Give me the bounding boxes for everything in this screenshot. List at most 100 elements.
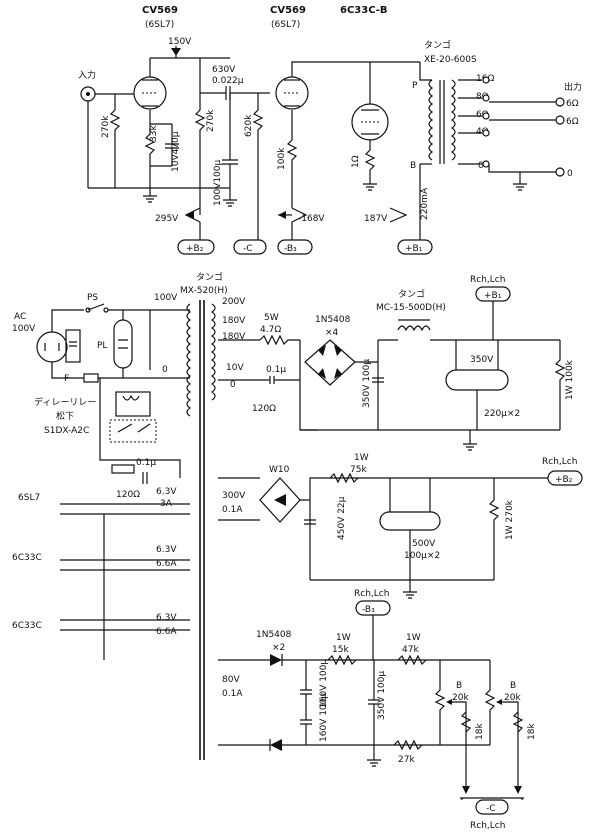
sec-0: 0: [230, 380, 236, 390]
choke-brand: タンゴ: [398, 288, 425, 300]
bias-pot-1: [434, 660, 446, 745]
primary-winding: [186, 303, 192, 417]
sec-10v: 10V: [226, 363, 244, 373]
snub-r-1: 120Ω: [116, 490, 140, 500]
sec-300v: 300V: [222, 491, 246, 501]
tube2-symbol: [275, 76, 309, 110]
arrow-down-icon: [171, 48, 181, 56]
bias-pot-2: [484, 660, 496, 745]
r-18k-a: 18k: [475, 723, 485, 740]
r-18k-b: 18k: [527, 723, 537, 740]
sec-180v-a: 180V: [222, 316, 246, 326]
node-b1-text: +B₁: [405, 244, 423, 254]
out-c: [475, 799, 509, 815]
power-supply-section: タンゴ MX-520(H) AC 100V PS F PL 100V 0 ディレ…: [12, 271, 583, 831]
out-b2-text: +B₂: [555, 475, 573, 485]
node-c: [233, 239, 267, 255]
snub-cap-1: 0.1µ: [136, 458, 156, 468]
tap-0: 0: [162, 365, 168, 375]
ground-icon: [403, 591, 417, 599]
diode-icon: [270, 654, 282, 666]
tap-0b: 0: [567, 169, 573, 179]
tube2-name: CV569: [270, 5, 306, 16]
w10-label: W10: [269, 465, 290, 475]
tube3-symbol: [351, 103, 389, 141]
ac-v-label: 100V: [12, 324, 36, 334]
pot-20k-2: 20k: [504, 693, 521, 703]
ground-icon: [513, 183, 527, 191]
h2-a: 6.6A: [156, 559, 177, 569]
sec-180v-b: 180V: [222, 332, 246, 342]
noise-filter: [65, 329, 81, 363]
sec-200v: 200V: [222, 297, 246, 307]
ground-icon: [367, 759, 381, 767]
r-1w270k: 1W 270k: [505, 499, 515, 540]
pot-b-2: B: [510, 681, 516, 691]
arrow-left-icon: [186, 211, 194, 219]
cap-100v100: 100V100µ: [213, 159, 223, 206]
ground-icon: [463, 443, 477, 451]
tap-100v: 100V: [154, 293, 178, 303]
rch-lch-2: Rch,Lch: [542, 457, 577, 467]
ground-icon: [363, 183, 377, 191]
out-b2: [547, 470, 583, 486]
r-5w: 5W: [264, 313, 279, 323]
r-27k: 27k: [398, 755, 415, 765]
pt-model: MX-520(H): [180, 286, 228, 296]
v187-label: 187V: [364, 214, 388, 224]
out-b1-text: +B₁: [484, 291, 502, 301]
cap-100x2: 100µ×2: [404, 551, 440, 561]
heater-6c33-1: 6C33C: [12, 553, 42, 563]
tube3-name: 6C33C-B: [340, 5, 388, 16]
r-1w75k-a: 1W: [354, 453, 369, 463]
ot-model: XE-20-600S: [424, 55, 477, 65]
ps-label: PS: [87, 293, 98, 303]
input-label: 入力: [78, 69, 96, 81]
cap-350v: 350V: [470, 355, 494, 365]
i-220ma: 220mA: [420, 187, 430, 220]
cap-10v470: 10V470µ: [171, 131, 181, 172]
tube1-alt: (6SL7): [145, 20, 174, 30]
rch-lch-1: Rch,Lch: [470, 275, 505, 285]
tap-0: 0: [478, 161, 484, 171]
r-1w47k-b: 47k: [402, 645, 419, 655]
h1-v: 6.3V: [156, 487, 177, 497]
arrow-down-icon: [462, 786, 470, 794]
rch-lch-3: Rch,Lch: [354, 589, 389, 599]
heater-6c33-2: 6C33C: [12, 621, 42, 631]
tap-b: B: [410, 161, 416, 171]
cap-500v: 500V: [412, 539, 436, 549]
ground-icon: [223, 199, 237, 207]
node-c-text: -C: [243, 244, 253, 254]
bridge-2-x: ×2: [272, 643, 285, 653]
tap-4: 4Ω: [476, 127, 489, 137]
relay-contacts: [109, 419, 157, 443]
bridge-rectifier-1: [304, 339, 356, 386]
tap-6b: 6Ω: [566, 117, 579, 127]
v295-label: 295V: [155, 214, 179, 224]
r-4-7ohm: [259, 334, 300, 346]
r-620k: 620k: [244, 114, 254, 137]
v150-label: 150V: [168, 37, 192, 47]
node-b1: [397, 239, 433, 255]
tap-p: P: [412, 81, 418, 91]
ac-label: AC: [14, 312, 26, 322]
cap-220x2: 220µ×2: [484, 409, 520, 419]
amplifier-section: CV569 (6SL7) CV569 (6SL7) 6C33C-B 入力 150…: [78, 5, 582, 255]
transformer-core: [199, 300, 205, 760]
tube1-name: CV569: [142, 5, 178, 16]
h2-v: 6.3V: [156, 545, 177, 555]
r-100k-a: 100k: [277, 147, 287, 170]
rch-lch-4: Rch,Lch: [470, 821, 505, 831]
output-transformer: [428, 79, 456, 164]
tube2-alt: (6SL7): [271, 20, 300, 30]
snub-cap-2: 0.1µ: [266, 365, 286, 375]
ot-brand: タンゴ: [424, 39, 451, 51]
h3-a: 6.6A: [156, 627, 177, 637]
r-33k: 33k: [149, 125, 159, 142]
sec-80v: 80V: [222, 675, 240, 685]
r-1k: 1Ω: [351, 155, 361, 168]
bridge-1-label: 1N5408: [315, 315, 351, 325]
bridge-2-label: 1N5408: [256, 630, 292, 640]
